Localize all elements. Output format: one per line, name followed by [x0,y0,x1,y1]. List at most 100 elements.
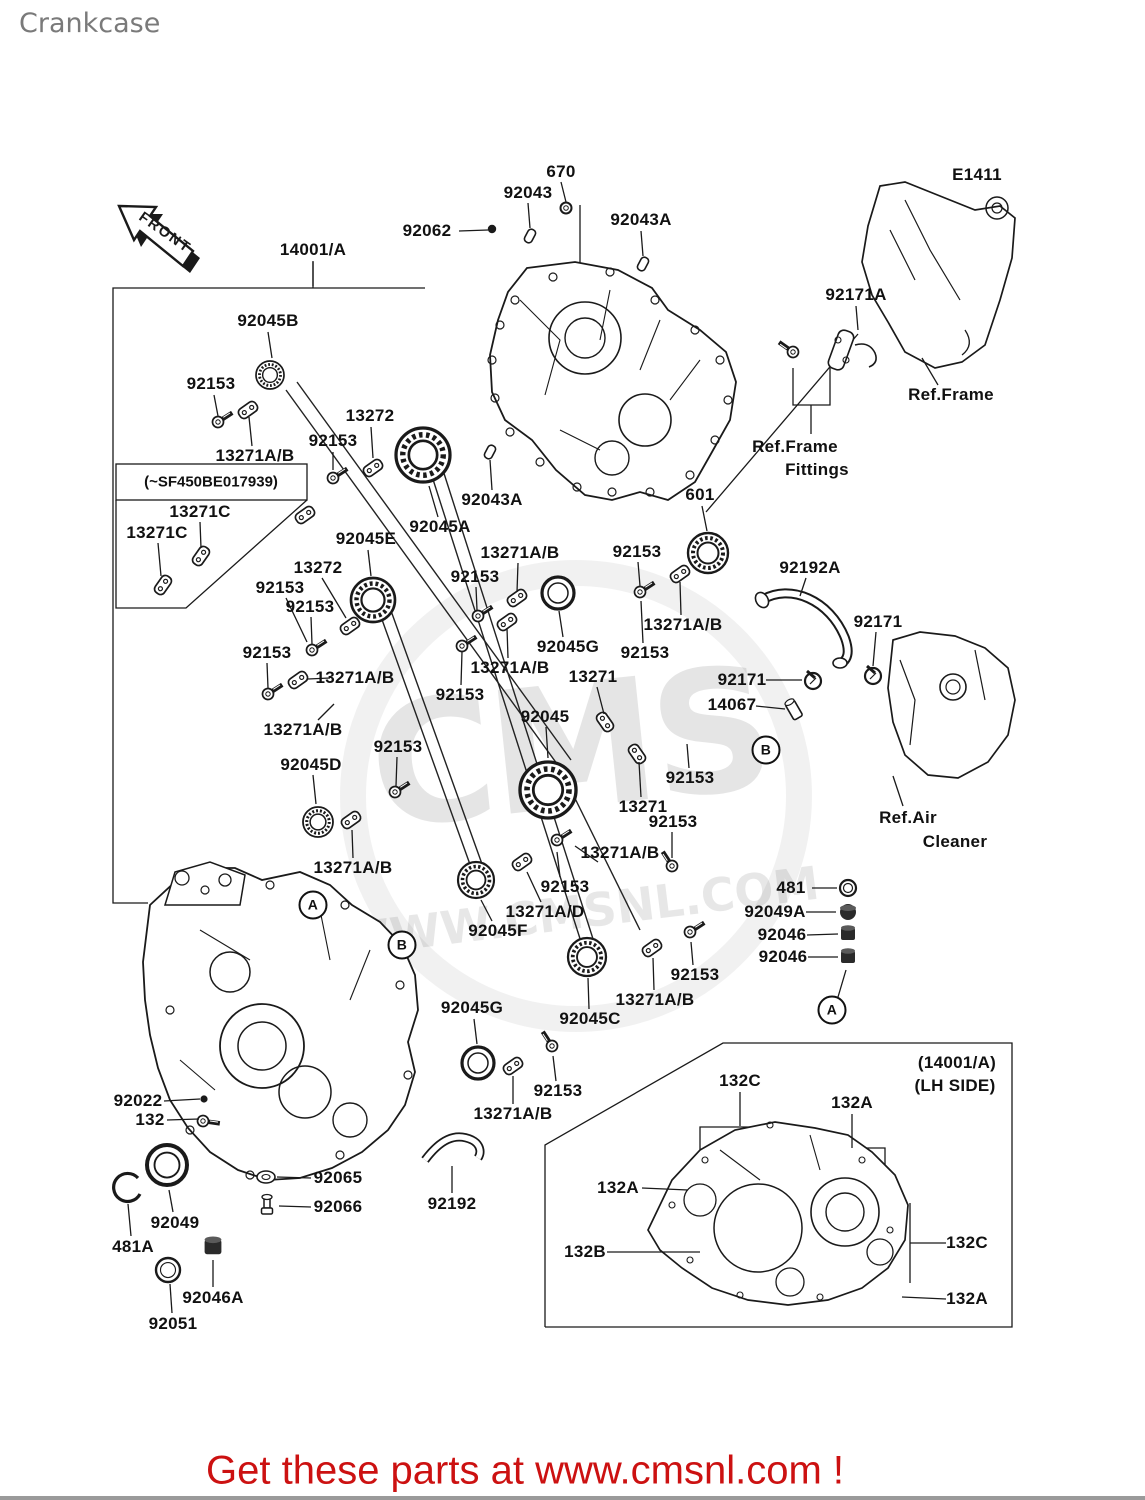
part-label-132a[interactable]: 132A [946,1289,988,1308]
part-label-92153[interactable]: 92153 [648,812,698,831]
part-label-13272[interactable]: 13272 [293,558,343,577]
part-label-13271[interactable]: 13271 [618,797,668,816]
part-label-92153[interactable]: 92153 [242,643,292,662]
leader-line [285,597,308,643]
part-label-14001a[interactable]: (14001/A) [917,1053,997,1072]
part-label-92153[interactable]: 92153 [255,578,305,597]
part-label-92049a[interactable]: 92049A [744,902,806,921]
part-label-132c[interactable]: 132C [719,1071,761,1090]
part-label-481a[interactable]: 481A [112,1237,154,1256]
part-label-92153[interactable]: 92153 [450,567,500,586]
part-label-lhside[interactable]: (LH SIDE) [914,1076,996,1095]
part-label-13271ab[interactable]: 13271A/B [313,858,393,877]
part-label-601[interactable]: 601 [685,485,715,504]
part-label-13271ab[interactable]: 13271A/B [470,658,550,677]
part-label-92065[interactable]: 92065 [313,1168,363,1187]
part-label-132b[interactable]: 132B [564,1242,606,1261]
part-label-92062[interactable]: 92062 [402,221,452,240]
leader-line [307,677,331,680]
part-label-92171[interactable]: 92171 [853,612,903,631]
leader-line [872,631,877,667]
part-label-92043a[interactable]: 92043A [610,210,672,229]
part-label-92066[interactable]: 92066 [313,1197,363,1216]
part-label-92153[interactable]: 92153 [612,542,662,561]
part-label-refair[interactable]: Ref.Air [879,808,937,827]
part-label-132a[interactable]: 132A [597,1178,639,1197]
leader-line [640,230,644,257]
leader-line [248,416,253,447]
part-label-13272[interactable]: 13272 [345,406,395,425]
part-label-13271ab[interactable]: 13271A/B [580,843,660,862]
leader-line [428,485,439,518]
part-label-92153[interactable]: 92153 [540,877,590,896]
leader-line [901,1296,947,1300]
part-label-e1411[interactable]: E1411 [952,165,1002,184]
cmsnl-banner[interactable]: Get these parts at www.cmsnl.com ! [206,1448,844,1493]
part-label-14001a[interactable]: 14001/A [279,240,347,259]
part-label-cleaner[interactable]: Cleaner [922,832,988,851]
part-label-92153[interactable]: 92153 [670,965,720,984]
part-label-13271ab[interactable]: 13271A/B [480,543,560,562]
part-label-92153[interactable]: 92153 [620,643,670,662]
leader-line [637,561,641,587]
part-label-13271[interactable]: 13271 [568,667,618,686]
part-label-13271ab[interactable]: 13271A/B [643,615,723,634]
part-label-13271c[interactable]: 13271C [126,523,188,542]
part-label-670[interactable]: 670 [546,162,576,181]
part-label-13271ab[interactable]: 13271A/B [615,990,695,1009]
part-label-92049[interactable]: 92049 [150,1213,200,1232]
part-label-92153[interactable]: 92153 [308,431,358,450]
part-label-92192a[interactable]: 92192A [779,558,841,577]
part-label-92046[interactable]: 92046 [758,947,808,966]
part-label-92153[interactable]: 92153 [435,685,485,704]
part-label-92045g[interactable]: 92045G [536,637,600,656]
part-label-refframe[interactable]: Ref.Frame [908,385,994,404]
part-label-92045g[interactable]: 92045G [440,998,504,1017]
part-label-92043a[interactable]: 92043A [461,490,523,509]
part-label-92045b[interactable]: 92045B [237,311,299,330]
part-label-92153[interactable]: 92153 [665,768,715,787]
part-label-92153[interactable]: 92153 [186,374,236,393]
part-label-13271ad[interactable]: 13271A/D [505,902,585,921]
part-label-sf450be017939[interactable]: (~SF450BE017939) [144,473,278,491]
part-label-92192[interactable]: 92192 [427,1194,477,1213]
part-label-92045e[interactable]: 92045E [335,529,397,548]
part-label-92153[interactable]: 92153 [533,1081,583,1100]
part-label-13271ab[interactable]: 13271A/B [215,446,295,465]
part-label-14067[interactable]: 14067 [707,695,757,714]
part-label-132[interactable]: 132 [135,1110,165,1129]
part-label-92045c[interactable]: 92045C [559,1009,621,1028]
part-label-132a[interactable]: 132A [831,1093,873,1112]
part-label-92045f[interactable]: 92045F [468,921,528,940]
part-label-92051[interactable]: 92051 [148,1314,198,1333]
part-label-fittings[interactable]: Fittings [785,460,849,479]
leader-line [837,969,847,998]
leader-line [266,662,269,689]
part-label-92022[interactable]: 92022 [113,1091,163,1110]
part-label-92153[interactable]: 92153 [373,737,423,756]
part-label-refframe[interactable]: Ref.Frame [752,437,838,456]
part-label-132c[interactable]: 132C [946,1233,988,1252]
part-label-92046[interactable]: 92046 [757,925,807,944]
part-label-13271ab[interactable]: 13271A/B [263,720,343,739]
part-label-92045[interactable]: 92045 [520,707,570,726]
part-label-13271c[interactable]: 13271C [169,502,231,521]
leader-line [395,756,398,787]
shaft-axis-lines [285,381,641,949]
leader-line [552,1055,557,1082]
leader-line [799,577,807,597]
leader-line [755,705,786,710]
part-label-92046a[interactable]: 92046A [182,1288,244,1307]
part-label-92043[interactable]: 92043 [503,183,553,202]
part-label-92171[interactable]: 92171 [717,670,767,689]
part-label-13271ab[interactable]: 13271A/B [315,668,395,687]
part-label-92171a[interactable]: 92171A [825,285,887,304]
part-label-481[interactable]: 481 [776,878,806,897]
part-label-13271ab[interactable]: 13271A/B [473,1104,553,1123]
leader-line [516,562,519,593]
part-label-92045a[interactable]: 92045A [409,517,471,536]
part-label-92153[interactable]: 92153 [285,597,335,616]
leader-line [276,1176,312,1179]
leader-line [367,549,372,577]
part-label-92045d[interactable]: 92045D [280,755,342,774]
